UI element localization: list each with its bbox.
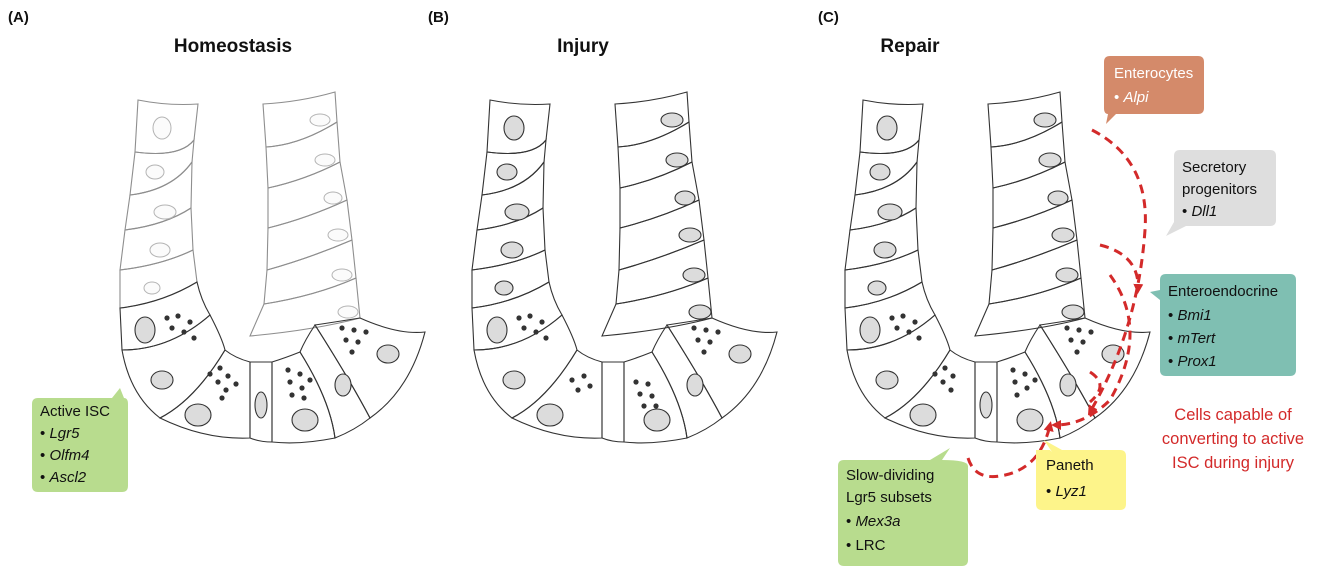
secretory-title-1: Secretory: [1182, 159, 1247, 176]
bullet: •: [40, 447, 45, 464]
slow-dividing-title-1: Slow-dividing: [846, 467, 934, 484]
secretory-title-2: progenitors: [1182, 181, 1257, 198]
bullet: •: [846, 513, 851, 530]
enteroendocrine-title: Enteroendocrine: [1168, 283, 1278, 300]
active-isc-title: Active ISC: [40, 403, 110, 420]
svg-text:• Mex3a: • Mex3a: [846, 513, 900, 530]
marker-mtert: mTert: [1177, 330, 1216, 347]
label-secretory-progenitors: Secretory progenitors • Dll1: [1166, 150, 1276, 236]
svg-text:• Dll1: • Dll1: [1182, 203, 1217, 220]
crypt-injury: [472, 92, 777, 443]
bullet: •: [1114, 89, 1119, 106]
panel-c-title: Repair: [880, 36, 940, 57]
svg-text:• Alpi: • Alpi: [1114, 89, 1149, 106]
annotation-line-3: ISC during injury: [1172, 454, 1295, 472]
label-enterocytes: Enterocytes • Alpi: [1104, 56, 1204, 124]
svg-text:• Lgr5: • Lgr5: [40, 425, 80, 442]
svg-text:• Ascl2: • Ascl2: [40, 469, 87, 486]
annotation-line-2: converting to active: [1162, 430, 1304, 448]
arrow-paneth-small: [1090, 372, 1100, 402]
bullet: •: [1182, 203, 1187, 220]
bullet: •: [1046, 483, 1051, 500]
svg-text:• Olfm4: • Olfm4: [40, 447, 89, 464]
panel-c-header: (C) Repair: [818, 9, 940, 57]
marker-olfm4: Olfm4: [49, 447, 89, 464]
svg-text:• Prox1: • Prox1: [1168, 353, 1217, 370]
panel-a-header: (A) Homeostasis: [8, 9, 292, 57]
bullet: •: [1168, 330, 1173, 347]
annotation-line-1: Cells capable of: [1174, 406, 1292, 424]
marker-prox1: Prox1: [1177, 353, 1216, 370]
bullet: •: [1168, 353, 1173, 370]
svg-text:• LRC: • LRC: [846, 537, 886, 554]
crypt-homeostasis: [120, 92, 425, 443]
svg-text:• Bmi1: • Bmi1: [1168, 307, 1212, 324]
panel-c-letter: (C): [818, 9, 839, 26]
marker-alpi: Alpi: [1122, 89, 1149, 106]
marker-mex3a: Mex3a: [855, 513, 900, 530]
arrow-enterocyte: [1090, 130, 1145, 412]
bullet: •: [1168, 307, 1173, 324]
panel-b-letter: (B): [428, 9, 449, 26]
label-active-isc: Active ISC • Lgr5 • Olfm4 • Ascl2: [32, 388, 128, 492]
marker-lgr5: Lgr5: [49, 425, 80, 442]
panel-a-letter: (A): [8, 9, 29, 26]
marker-ascl2: Ascl2: [48, 469, 86, 486]
marker-lrc: LRC: [855, 537, 885, 554]
crypt-repair: [845, 92, 1150, 443]
marker-dll1: Dll1: [1191, 203, 1217, 220]
enterocytes-title: Enterocytes: [1114, 65, 1193, 82]
svg-text:• mTert: • mTert: [1168, 330, 1216, 347]
svg-text:• Lyz1: • Lyz1: [1046, 483, 1087, 500]
marker-lyz1: Lyz1: [1055, 483, 1086, 500]
bullet: •: [40, 469, 45, 486]
bullet: •: [846, 537, 851, 554]
arrow-secretory: [1100, 245, 1138, 290]
conversion-annotation: Cells capable of converting to active IS…: [1162, 406, 1304, 472]
label-paneth: Paneth • Lyz1: [1036, 440, 1126, 510]
panel-b-title: Injury: [557, 36, 609, 57]
marker-bmi1: Bmi1: [1177, 307, 1211, 324]
panel-b-header: (B) Injury: [428, 9, 609, 57]
label-enteroendocrine: Enteroendocrine • Bmi1 • mTert • Prox1: [1150, 274, 1296, 376]
panel-a-title: Homeostasis: [174, 36, 292, 57]
slow-dividing-title-2: Lgr5 subsets: [846, 489, 932, 506]
label-slow-dividing: Slow-dividing Lgr5 subsets • Mex3a • LRC: [838, 448, 968, 566]
bullet: •: [40, 425, 45, 442]
paneth-title: Paneth: [1046, 457, 1094, 474]
